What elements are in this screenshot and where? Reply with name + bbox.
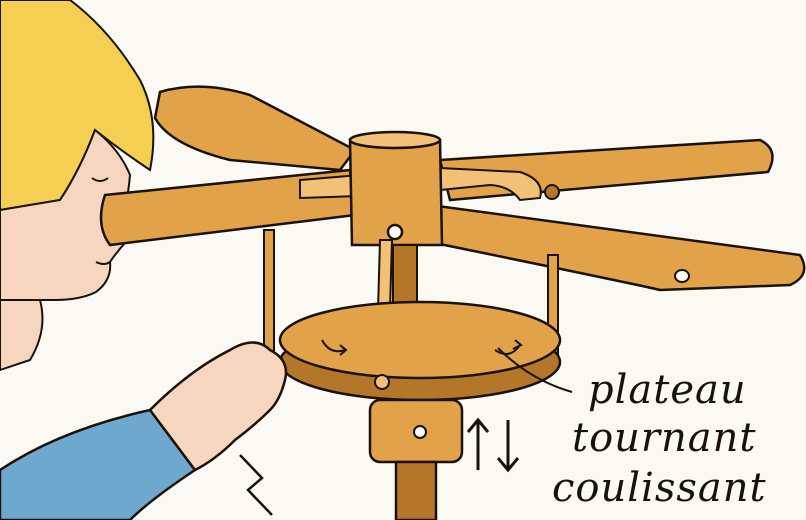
plate-joint [375, 375, 389, 389]
blade-tip-hole [675, 270, 689, 282]
rotor-hub [350, 132, 442, 245]
swash-plate [280, 302, 560, 400]
caption-line-3: coulissant [552, 468, 767, 508]
hub-top [350, 132, 440, 148]
hub-pivot [388, 225, 402, 239]
caption-line-1: plateau [588, 370, 747, 410]
rod-left [264, 230, 274, 360]
pivot-right [545, 185, 559, 199]
column-post [396, 462, 436, 520]
column-bolt [414, 426, 426, 438]
caption-line-2: tournant [572, 418, 756, 458]
